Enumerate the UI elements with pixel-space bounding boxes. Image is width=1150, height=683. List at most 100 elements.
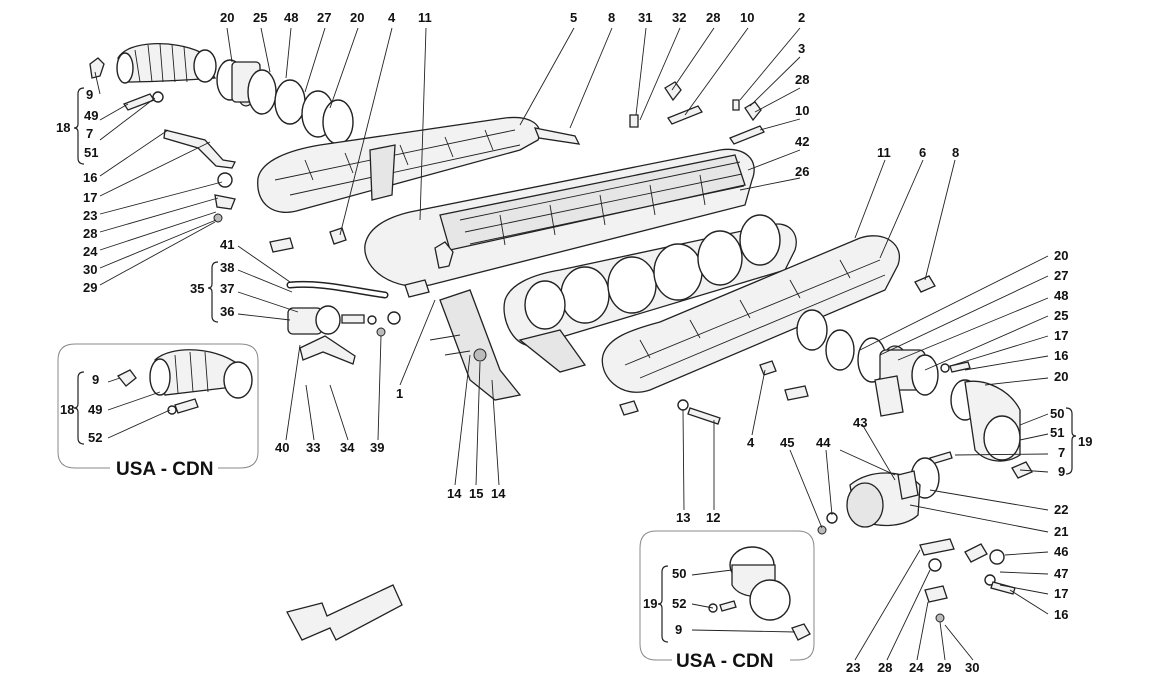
label-45: 45	[780, 435, 794, 450]
label-34: 34	[340, 440, 355, 455]
label-35: 35	[190, 281, 204, 296]
label-22: 22	[1054, 502, 1068, 517]
label-1: 1	[396, 386, 403, 401]
label-13: 13	[676, 510, 690, 525]
label-30: 30	[965, 660, 979, 675]
label-33: 33	[306, 440, 320, 455]
plenum-cover-upper	[257, 116, 541, 213]
label-52: 52	[88, 430, 102, 445]
label-41: 41	[220, 237, 234, 252]
label-23: 23	[846, 660, 860, 675]
part-number-labels: 20 25 48 27 20 4 11 5 8 31 32 28 10 2 3 …	[56, 10, 1092, 675]
label-51: 51	[1050, 425, 1064, 440]
label-28: 28	[83, 226, 97, 241]
label-28: 28	[878, 660, 892, 675]
throttle-assembly-right	[825, 329, 1033, 479]
label-46: 46	[1054, 544, 1068, 559]
label-2: 2	[798, 10, 805, 25]
label-17: 17	[1054, 586, 1068, 601]
label-6: 6	[919, 145, 926, 160]
label-9: 9	[675, 622, 682, 637]
label-28: 28	[706, 10, 720, 25]
label-8: 8	[608, 10, 615, 25]
label-52: 52	[672, 596, 686, 611]
label-28: 28	[795, 72, 809, 87]
label-29: 29	[83, 280, 97, 295]
label-18: 18	[56, 120, 70, 135]
label-4: 4	[388, 10, 396, 25]
leader-lines	[94, 27, 1049, 661]
label-8: 8	[952, 145, 959, 160]
label-19: 19	[1078, 434, 1092, 449]
label-50: 50	[1050, 406, 1064, 421]
inset-usa-cdn-bottom	[639, 530, 815, 661]
group-braces	[73, 87, 1077, 643]
label-40: 40	[275, 440, 289, 455]
label-23: 23	[83, 208, 97, 223]
label-16: 16	[1054, 348, 1068, 363]
air-flow-meter	[817, 457, 940, 535]
inset-title-usa-cdn: USA - CDN	[116, 459, 213, 480]
label-10: 10	[740, 10, 754, 25]
label-50: 50	[672, 566, 686, 581]
label-16: 16	[1054, 607, 1068, 622]
inset-title-usa-cdn: USA - CDN	[676, 651, 773, 672]
label-49: 49	[88, 402, 102, 417]
label-39: 39	[370, 440, 384, 455]
label-15: 15	[469, 486, 483, 501]
label-19: 19	[643, 596, 657, 611]
label-4: 4	[747, 435, 755, 450]
label-24: 24	[909, 660, 924, 675]
label-17: 17	[83, 190, 97, 205]
label-36: 36	[220, 304, 234, 319]
label-38: 38	[220, 260, 234, 275]
bracket-assembly-lower-right	[919, 538, 1016, 623]
label-16: 16	[83, 170, 97, 185]
label-11: 11	[877, 145, 891, 160]
intake-manifold-right	[601, 235, 901, 393]
label-14: 14	[491, 486, 506, 501]
label-7: 7	[1058, 445, 1065, 460]
label-9: 9	[86, 87, 93, 102]
label-9: 9	[92, 372, 99, 387]
label-44: 44	[816, 435, 831, 450]
label-25: 25	[1054, 308, 1068, 323]
label-47: 47	[1054, 566, 1068, 581]
front-direction-arrow	[286, 584, 403, 641]
label-32: 32	[672, 10, 686, 25]
label-20: 20	[1054, 248, 1068, 263]
throttle-body-row	[503, 214, 797, 347]
label-21: 21	[1054, 524, 1068, 539]
label-51: 51	[84, 145, 98, 160]
label-37: 37	[220, 281, 234, 296]
label-29: 29	[937, 660, 951, 675]
label-9: 9	[1058, 464, 1065, 479]
label-26: 26	[795, 164, 809, 179]
label-5: 5	[570, 10, 577, 25]
label-18: 18	[60, 402, 74, 417]
lower-runner-manifold	[429, 289, 587, 401]
label-12: 12	[706, 510, 720, 525]
label-27: 27	[1054, 268, 1068, 283]
air-intake-duct-left	[89, 43, 354, 223]
label-48: 48	[284, 10, 298, 25]
label-7: 7	[86, 126, 93, 141]
label-17: 17	[1054, 328, 1068, 343]
intake-plenum-central	[364, 148, 755, 287]
label-49: 49	[84, 108, 98, 123]
label-42: 42	[795, 134, 809, 149]
label-24: 24	[83, 244, 98, 259]
label-31: 31	[638, 10, 652, 25]
label-48: 48	[1054, 288, 1068, 303]
inset-usa-cdn-left	[57, 343, 259, 469]
label-11: 11	[418, 10, 432, 25]
label-3: 3	[798, 41, 805, 56]
label-20: 20	[220, 10, 234, 25]
label-20: 20	[1054, 369, 1068, 384]
label-43: 43	[853, 415, 867, 430]
label-30: 30	[83, 262, 97, 277]
label-20: 20	[350, 10, 364, 25]
label-25: 25	[253, 10, 267, 25]
label-10: 10	[795, 103, 809, 118]
